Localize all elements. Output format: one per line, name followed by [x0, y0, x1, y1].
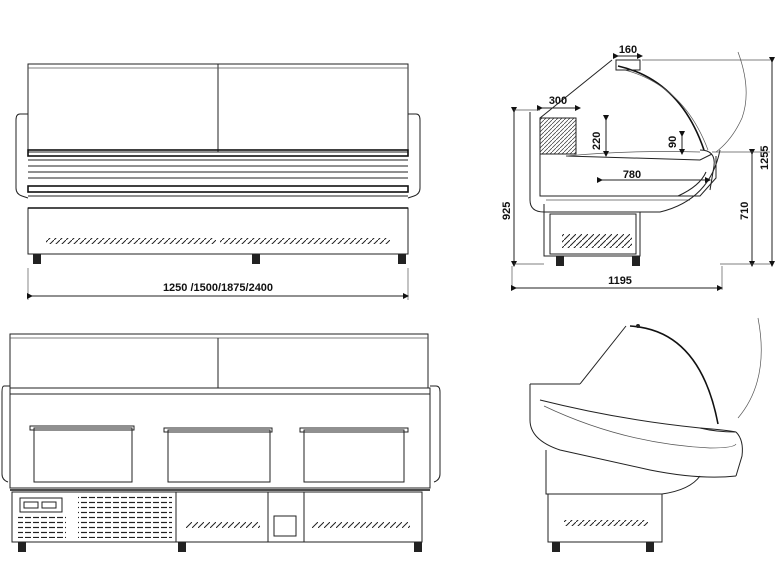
- rear-view: [1, 333, 441, 552]
- side-section-view: 160 300 220 90 780 925 710 1255 1195: [501, 44, 775, 291]
- dim-glass-top: 160: [619, 44, 637, 56]
- side-view: [529, 317, 762, 552]
- dim-total-width: 1250 /1500/1875/2400: [163, 282, 273, 294]
- dim-front-clearance: 90: [667, 136, 679, 148]
- dim-shelf-height: 220: [591, 132, 603, 150]
- dim-shelf-depth: 300: [549, 95, 567, 107]
- dim-total-height: 1255: [759, 146, 771, 170]
- dim-front-height: 710: [739, 202, 751, 220]
- dim-counter-height: 925: [501, 202, 513, 220]
- dim-display-depth: 780: [623, 169, 641, 181]
- front-view: 1250 /1500/1875/2400: [15, 63, 421, 300]
- dim-total-depth: 1195: [608, 275, 632, 287]
